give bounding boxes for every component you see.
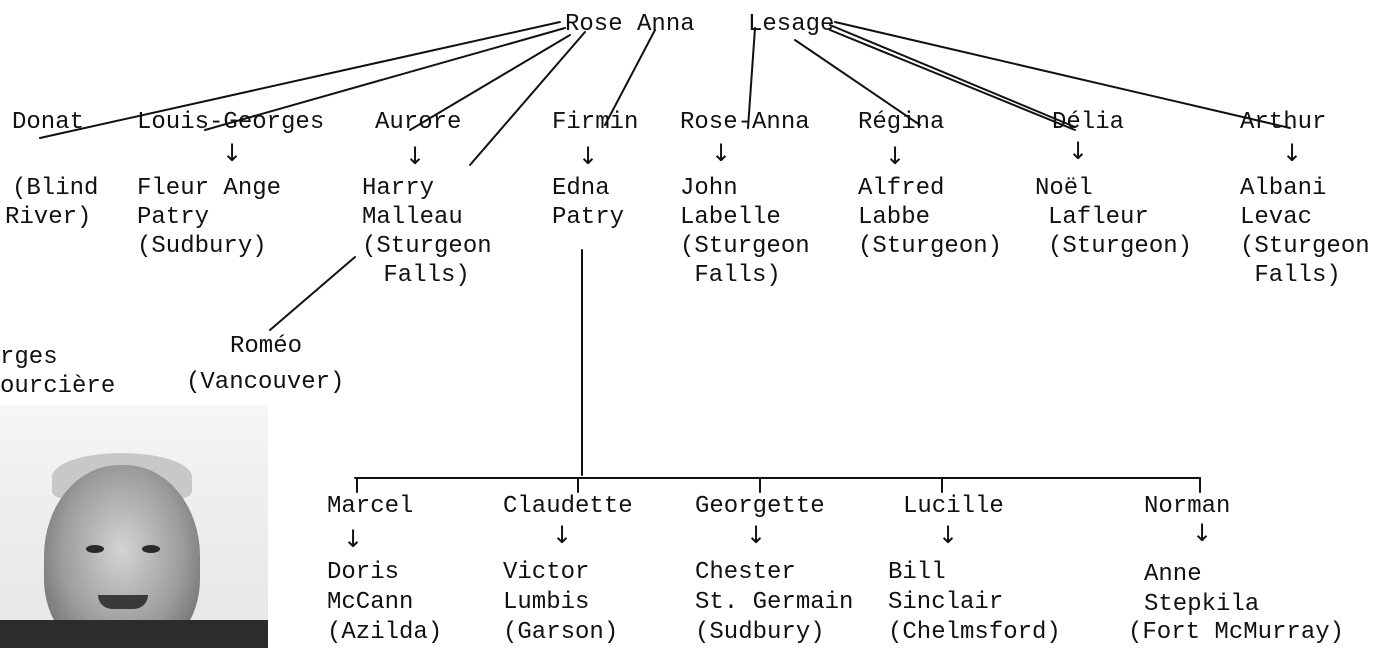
arrow-down-icon: ↓ [578,142,599,170]
place-claudette: (Garson) [503,619,619,646]
romeo-place: (Vancouver) [186,369,345,396]
spouse-rose-anna-1: John [680,175,738,202]
georges-line-2: ourcière [0,373,116,400]
spouse-norman-1: Anne [1144,561,1202,588]
spouse-marcel-1: Doris [327,559,400,586]
child-place-donat-2: River) [5,204,92,231]
grandchild-name-marcel: Marcel [327,493,414,520]
grandchild-name-claudette: Claudette [503,493,633,520]
place-louis-georges: (Sudbury) [137,233,267,260]
photo-mouth [98,595,148,609]
child-name-rose-anna: Rose-Anna [680,109,810,136]
child-name-louis-georges: Louis-Georges [137,109,325,136]
spouse-louis-georges-1: Fleur Ange [137,175,282,202]
place-rose-anna-2: Falls) [680,262,781,289]
grandchild-name-norman: Norman [1144,493,1231,520]
place-marcel: (Azilda) [327,619,443,646]
photo-collar [0,620,268,648]
child-name-arthur: Arthur [1240,109,1327,136]
arrow-down-icon: ↓ [343,525,364,553]
place-regina: (Sturgeon) [858,233,1003,260]
child-place-donat-1: (Blind [12,175,99,202]
arrow-down-icon: ↓ [552,521,573,549]
spouse-norman-2: Stepkila [1144,591,1260,618]
spouse-rose-anna-2: Labelle [680,204,781,231]
root-surname: Lesage [748,11,835,38]
arrow-down-icon: ↓ [222,139,243,167]
spouse-delia-1: Noël [1035,175,1093,202]
child-name-delia: Délia [1052,109,1125,136]
spouse-arthur-1: Albani [1240,175,1327,202]
place-aurore-2: Falls) [369,262,470,289]
place-arthur-1: (Sturgeon [1240,233,1370,260]
portrait-photo [0,405,268,648]
spouse-regina-1: Alfred [858,175,945,202]
arrow-down-icon: ↓ [405,142,426,170]
place-rose-anna-1: (Sturgeon [680,233,810,260]
georges-line-1: rges [0,344,58,371]
spouse-aurore-2: Malleau [362,204,463,231]
place-norman: (Fort McMurray) [1128,619,1345,646]
spouse-arthur-2: Levac [1240,204,1313,231]
arrow-down-icon: ↓ [1192,519,1213,547]
spouse-claudette-1: Victor [503,559,590,586]
spouse-lucille-1: Bill [888,559,946,586]
child-name-aurore: Aurore [375,109,462,136]
arrow-down-icon: ↓ [938,521,959,549]
place-arthur-2: Falls) [1240,262,1341,289]
photo-eye [142,545,160,553]
arrow-down-icon: ↓ [885,142,906,170]
grandchild-name-georgette: Georgette [695,493,825,520]
child-name-donat: Donat [12,109,85,136]
romeo-name: Roméo [230,333,303,360]
place-aurore-1: (Sturgeon [362,233,492,260]
arrow-down-icon: ↓ [1068,137,1089,165]
spouse-georgette-2: St. Germain [695,589,854,616]
child-name-firmin: Firmin [552,109,639,136]
photo-eye [86,545,104,553]
spouse-louis-georges-2: Patry [137,204,210,231]
spouse-regina-2: Labbe [858,204,931,231]
place-lucille: (Chelmsford) [888,619,1061,646]
spouse-aurore-1: Harry [362,175,435,202]
spouse-firmin-2: Patry [552,204,625,231]
photo-face [44,465,200,648]
spouse-delia-2: Lafleur [1048,204,1149,231]
spouse-georgette-1: Chester [695,559,796,586]
arrow-down-icon: ↓ [746,521,767,549]
place-georgette: (Sudbury) [695,619,825,646]
spouse-claudette-2: Lumbis [503,589,590,616]
place-delia: (Sturgeon) [1048,233,1193,260]
root-name: Rose Anna [565,11,695,38]
spouse-marcel-2: McCann [327,589,414,616]
spouse-firmin-1: Edna [552,175,610,202]
arrow-down-icon: ↓ [711,139,732,167]
spouse-lucille-2: Sinclair [888,589,1004,616]
arrow-down-icon: ↓ [1282,139,1303,167]
child-name-regina: Régina [858,109,945,136]
grandchild-name-lucille: Lucille [903,493,1004,520]
